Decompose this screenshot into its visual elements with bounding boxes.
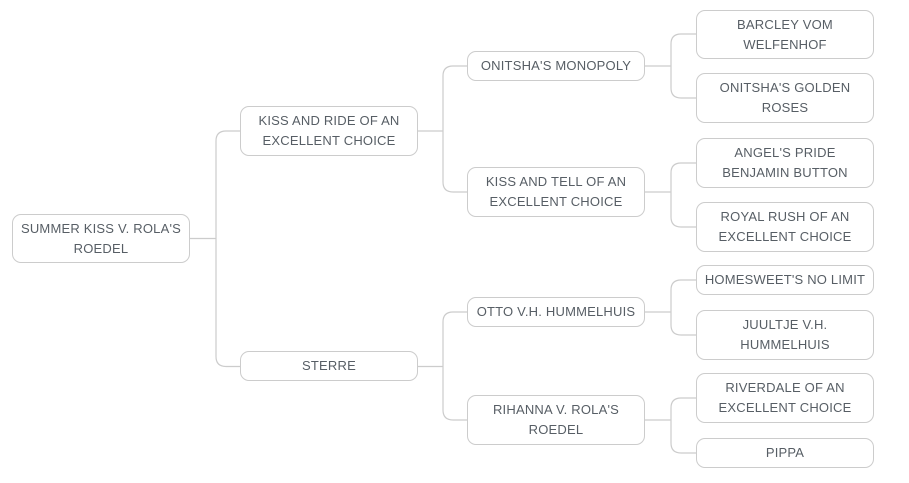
pedigree-node-dam[interactable]: STERRE [240,351,418,381]
pedigree-node-label: OTTO V.H. HUMMELHUIS [476,304,636,319]
pedigree-node-sire-sire-dam[interactable]: ONITSHA'S GOLDEN ROSES [696,73,874,123]
pedigree-node-label: BARCLEY VOM WELFENHOF [737,16,833,52]
pedigree-node-sire-dam[interactable]: KISS AND TELL OF AN EXCELLENT CHOICE [467,167,645,217]
pedigree-node-sire-sire-sire[interactable]: BARCLEY VOM WELFENHOF [696,10,874,59]
pedigree-node-label: ONITSHA'S GOLDEN ROSES [719,80,851,115]
pedigree-node-sire[interactable]: KISS AND RIDE OF AN EXCELLENT CHOICE [240,106,418,156]
pedigree-node-label: KISS AND TELL OF AN EXCELLENT CHOICE [485,174,627,209]
pedigree-node-label: KISS AND RIDE OF AN EXCELLENT CHOICE [258,113,400,148]
pedigree-node-dam-dam-sire[interactable]: RIVERDALE OF AN EXCELLENT CHOICE [696,373,874,423]
pedigree-node-sire-sire[interactable]: ONITSHA'S MONOPOLY [467,51,645,81]
pedigree-node-label: RIHANNA V. ROLA'S ROEDEL [492,402,620,437]
pedigree-node-label: ANGEL'S PRIDE BENJAMIN BUTTON [722,145,848,180]
pedigree-node-label: ONITSHA'S MONOPOLY [480,58,632,73]
pedigree-node-dam-sire-sire[interactable]: HOMESWEET'S NO LIMIT [696,265,874,295]
pedigree-node-dam-sire-dam[interactable]: JUULTJE V.H. HUMMELHUIS [696,310,874,360]
pedigree-node-label: STERRE [302,358,356,373]
pedigree-node-dam-sire[interactable]: OTTO V.H. HUMMELHUIS [467,297,645,327]
pedigree-node-sire-dam-dam[interactable]: ROYAL RUSH OF AN EXCELLENT CHOICE [696,202,874,252]
pedigree-node-dam-dam[interactable]: RIHANNA V. ROLA'S ROEDEL [467,395,645,445]
pedigree-node-subject[interactable]: SUMMER KISS V. ROLA'S ROEDEL [12,214,190,263]
pedigree-node-label: ROYAL RUSH OF AN EXCELLENT CHOICE [718,209,852,244]
pedigree-node-label: JUULTJE V.H. HUMMELHUIS [740,317,830,352]
pedigree-node-label: HOMESWEET'S NO LIMIT [704,272,866,287]
pedigree-node-dam-dam-dam[interactable]: PIPPA [696,438,874,468]
pedigree-node-sire-dam-sire[interactable]: ANGEL'S PRIDE BENJAMIN BUTTON [696,138,874,188]
pedigree-node-label: PIPPA [765,445,805,460]
pedigree-node-label: RIVERDALE OF AN EXCELLENT CHOICE [718,380,852,415]
pedigree-node-label: SUMMER KISS V. ROLA'S ROEDEL [20,220,182,256]
